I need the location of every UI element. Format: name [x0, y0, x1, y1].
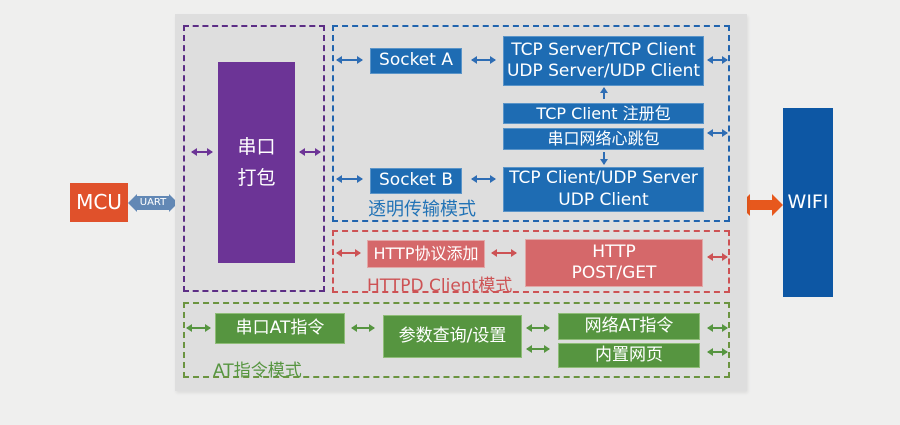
wifi-node: WIFI — [783, 108, 833, 297]
arrow-socket-b-left — [336, 175, 363, 183]
arrow-param-builtin-web — [526, 345, 550, 353]
serial-pack-node: 串口 打包 — [218, 62, 295, 263]
register-pack-label: TCP Client 注册包 — [536, 103, 671, 123]
module-panel: 串口 打包 Socket A TCP Server/TCP Client UDP… — [175, 14, 747, 391]
tcp-client-line1: TCP Client/UDP Server — [509, 168, 698, 189]
builtin-web-node: 内置网页 — [558, 343, 700, 368]
param-query-node: 参数查询/设置 — [383, 315, 522, 358]
wifi-label: WIFI — [787, 190, 829, 213]
param-query-label: 参数查询/设置 — [398, 325, 507, 346]
net-at-node: 网络AT指令 — [558, 313, 700, 340]
tcp-server-client-node: TCP Server/TCP Client UDP Server/UDP Cli… — [503, 36, 704, 86]
arrow-serial-pack-right — [299, 148, 321, 156]
http-post-line2: POST/GET — [571, 263, 657, 283]
heartbeat-pack-node: 串口网络心跳包 — [503, 128, 704, 150]
transparent-mode-label: 透明传输模式 — [368, 199, 476, 220]
mcu-node: MCU — [70, 183, 128, 222]
arrow-builtin-web-right — [707, 348, 728, 356]
transparent-mode-section-border — [332, 25, 730, 222]
serial-at-node: 串口AT指令 — [215, 313, 345, 344]
serial-pack-line1: 串口 — [237, 136, 276, 159]
serial-pack-section-border — [183, 25, 325, 292]
serial-at-label: 串口AT指令 — [235, 317, 325, 338]
builtin-web-label: 内置网页 — [595, 344, 663, 365]
httpd-mode-section-border — [332, 230, 730, 293]
heartbeat-pack-label: 串口网络心跳包 — [547, 129, 660, 148]
mcu-label: MCU — [76, 190, 122, 214]
uart-arrow: UART — [128, 194, 178, 212]
register-pack-node: TCP Client 注册包 — [503, 103, 704, 124]
uart-label: UART — [136, 196, 170, 210]
net-at-label: 网络AT指令 — [584, 315, 674, 336]
arrow-net-at-right — [707, 324, 728, 332]
arrow-http-post-right — [707, 253, 728, 261]
arrow-heartbeat-right — [707, 129, 728, 137]
http-post-get-node: HTTP POST/GET — [525, 239, 703, 287]
arrow-http-add-post — [491, 249, 517, 257]
arrow-register-up — [600, 87, 608, 99]
http-post-line1: HTTP — [592, 241, 636, 262]
arrow-socket-a-left — [336, 56, 363, 64]
arrow-http-add-left — [336, 249, 361, 257]
arrow-serial-at-param — [351, 324, 375, 332]
arrow-heartbeat-down — [600, 152, 608, 165]
socket-a-node: Socket A — [370, 48, 462, 74]
at-mode-section-border — [183, 302, 730, 378]
tcp-server-line2: UDP Server/UDP Client — [506, 61, 701, 81]
httpd-mode-label: HTTPD Client模式 — [367, 276, 513, 296]
at-mode-label: AT指令模式 — [213, 361, 302, 381]
socket-a-label: Socket A — [379, 50, 453, 71]
arrow-serial-at-left — [186, 324, 211, 332]
tcp-server-line1: TCP Server/TCP Client — [511, 39, 696, 60]
arrow-serial-pack-left — [191, 148, 213, 156]
http-add-node: HTTP协议添加 — [367, 240, 485, 268]
serial-pack-line2: 打包 — [237, 166, 276, 189]
socket-b-node: Socket B — [370, 168, 462, 194]
arrow-tcp-server-right — [707, 56, 728, 64]
http-add-label: HTTP协议添加 — [373, 244, 479, 263]
arrow-param-net-at — [526, 324, 550, 332]
arrow-socket-a-tcp — [471, 56, 496, 64]
tcp-client-udp-node: TCP Client/UDP Server UDP Client — [503, 167, 704, 212]
tcp-client-line2: UDP Client — [558, 189, 649, 210]
arrow-socket-b-tcp — [471, 175, 496, 183]
socket-b-label: Socket B — [379, 170, 453, 191]
